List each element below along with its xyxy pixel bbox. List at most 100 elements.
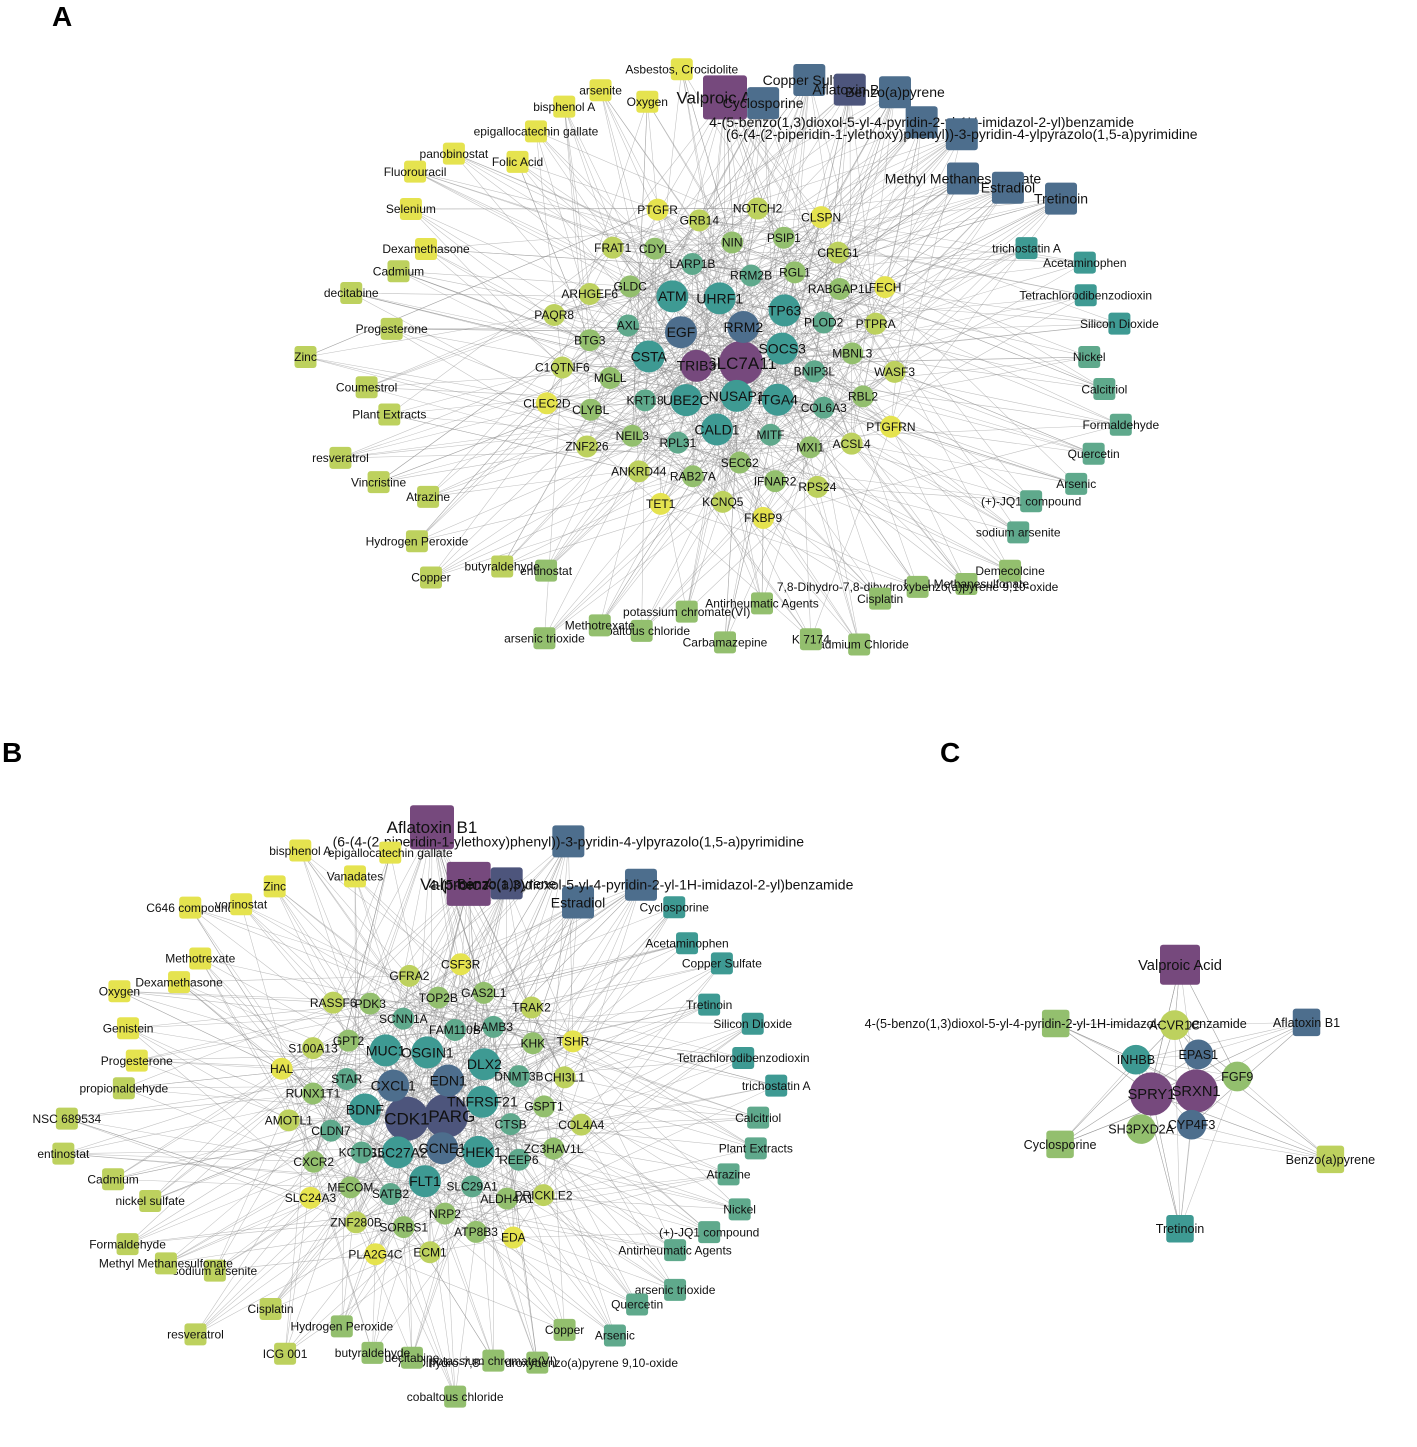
chemical-node-potassium-chromate-vi: potassium chromate(VI) [623, 600, 750, 623]
network-edge [1179, 1076, 1238, 1229]
gene-node-shape [656, 280, 689, 313]
gene-node-pdk3: PDK3 [355, 992, 386, 1015]
gene-node-shape [720, 379, 753, 412]
network-edge [454, 1029, 740, 1210]
chemical-node-copper-sulfate: Copper Sulfate [763, 63, 856, 96]
chemical-node-label: Calcitriol [735, 1111, 781, 1125]
gene-node-trak2: TRAK2 [512, 996, 551, 1019]
chemical-node-antirheumatic-agents: Antirheumatic Agents [705, 592, 819, 615]
network-edge [410, 208, 771, 436]
gene-node-runx1t1: RUNX1T1 [286, 1082, 341, 1105]
network-edge [699, 220, 785, 311]
gene-node-shape [670, 384, 703, 417]
network-edge [743, 294, 1086, 328]
chemical-node-shape [203, 1259, 226, 1282]
gene-node-label: RBL2 [848, 390, 878, 404]
gene-node-label: IFNAR2 [754, 474, 797, 488]
network-edge [600, 90, 852, 444]
chemical-node-formaldehyde: Formaldehyde [89, 1233, 166, 1256]
gene-node-rab27a: RAB27A [670, 465, 716, 488]
chemical-node-label: Cyclosporine [640, 900, 710, 914]
network-edge [612, 247, 682, 333]
chemical-node-shape [189, 947, 212, 970]
network-edge [563, 106, 591, 295]
network-edge [686, 486, 818, 612]
gene-node-shape [369, 1034, 402, 1067]
network-edge [757, 208, 886, 288]
gene-node-label: SLC27A2 [368, 1144, 428, 1160]
gene-node-label: PTGFRN [866, 420, 915, 434]
gene-node-label: FRAT1 [594, 241, 631, 255]
gene-node-tet1: TET1 [646, 492, 676, 515]
network-edge [430, 1237, 514, 1253]
network-edge [532, 1042, 759, 1118]
gene-node-gpt2: GPT2 [333, 1029, 365, 1052]
gene-node-shape [335, 1068, 358, 1091]
chemical-node-progesterone: Progesterone [101, 1049, 173, 1072]
gene-node-shape [482, 1015, 505, 1038]
gene-node-edn1: EDN1 [429, 1064, 467, 1097]
network-edge [123, 1041, 573, 1089]
chemical-node-label: K 7174 [792, 632, 830, 646]
chemical-node-estradiol: Estradiol [981, 171, 1035, 204]
gene-node-eda: EDA [501, 1226, 526, 1249]
gene-node-shape [827, 241, 850, 264]
network-edge [123, 1087, 365, 1110]
network-edge [313, 852, 391, 1162]
chemical-node-shape [259, 1297, 282, 1320]
chemical-node-label: Tetrachlorodibenzodioxin [1019, 288, 1152, 302]
gene-node-rrm2b: RRM2B [730, 264, 772, 287]
network-edge [610, 377, 737, 397]
chemical-node-atrazine: Atrazine [707, 1163, 751, 1186]
network-edge [372, 1254, 376, 1353]
chemical-node-label: Calcitriol [1081, 382, 1127, 396]
gene-node-cldn7: CLDN7 [311, 1119, 351, 1142]
chemical-node-antirheumatic-agents: Antirheumatic Agents [618, 1239, 732, 1262]
gene-node-flt1: FLT1 [408, 1165, 441, 1198]
network-edge [1191, 1124, 1331, 1160]
network-edge [471, 1075, 520, 1187]
gene-node-nrp2: NRP2 [429, 1202, 461, 1225]
network-edge [589, 208, 758, 341]
network-edge [354, 876, 534, 1044]
chemical-node-label: bisphenol A [533, 100, 595, 114]
network-edge [1237, 1076, 1331, 1160]
chemical-node-quercetin: Quercetin [611, 1293, 663, 1316]
network-edge [783, 237, 824, 323]
network-edge [410, 208, 740, 463]
gene-node-shape [664, 316, 697, 349]
network-edge [310, 1180, 425, 1199]
chemical-node-label: Tetrachlorodibenzodioxin [677, 1051, 810, 1065]
network-edge [851, 443, 1077, 485]
chemical-node-shape [108, 980, 131, 1003]
chemical-node-label: Benzo(a)pyrene [845, 84, 945, 100]
network-edge [241, 904, 456, 1031]
chemical-node-shape [698, 993, 721, 1016]
gene-node-shape [348, 1093, 381, 1126]
chemical-node-oxygen: Oxygen [627, 90, 668, 113]
gene-node-shape [688, 209, 711, 232]
chemical-node-label: bisphenol A [269, 844, 331, 858]
gene-node-label: PAQR8 [534, 308, 574, 322]
network-edge [442, 1147, 676, 1291]
gene-node-label: CHEK1 [455, 1144, 502, 1160]
chemical-node-trichostatin-a: trichostatin A [992, 237, 1061, 260]
network-edge [214, 1187, 351, 1271]
chemical-node-shape [168, 971, 191, 994]
gene-node-label: ATM [658, 288, 687, 304]
chemical-node-shape [1020, 490, 1043, 513]
network-edge [657, 209, 1086, 296]
gene-node-rpl31: RPL31 [660, 431, 697, 454]
gene-node-btg3: BTG3 [574, 329, 606, 352]
network-edge [375, 1253, 565, 1331]
chemical-node-shape [717, 1163, 740, 1186]
chemical-node-6-4-2-piperidin-1-ylethoxy-phenyl-3-pyri: (6-(4-(2-piperidin-1-ylethoxy)phenyl))-3… [726, 118, 1198, 151]
gene-node-lamb3: LAMB3 [474, 1015, 513, 1038]
chemical-node-nickel: Nickel [723, 1198, 756, 1221]
chemical-node-shape [1160, 944, 1200, 985]
gene-node-cyp4f3: CYP4F3 [1168, 1109, 1215, 1140]
gene-node-label: EGF [667, 324, 696, 340]
chemical-node-label: potassium chromate(VI) [430, 1354, 557, 1368]
gene-node-shape [1126, 1114, 1157, 1144]
network-edge [281, 963, 722, 1070]
